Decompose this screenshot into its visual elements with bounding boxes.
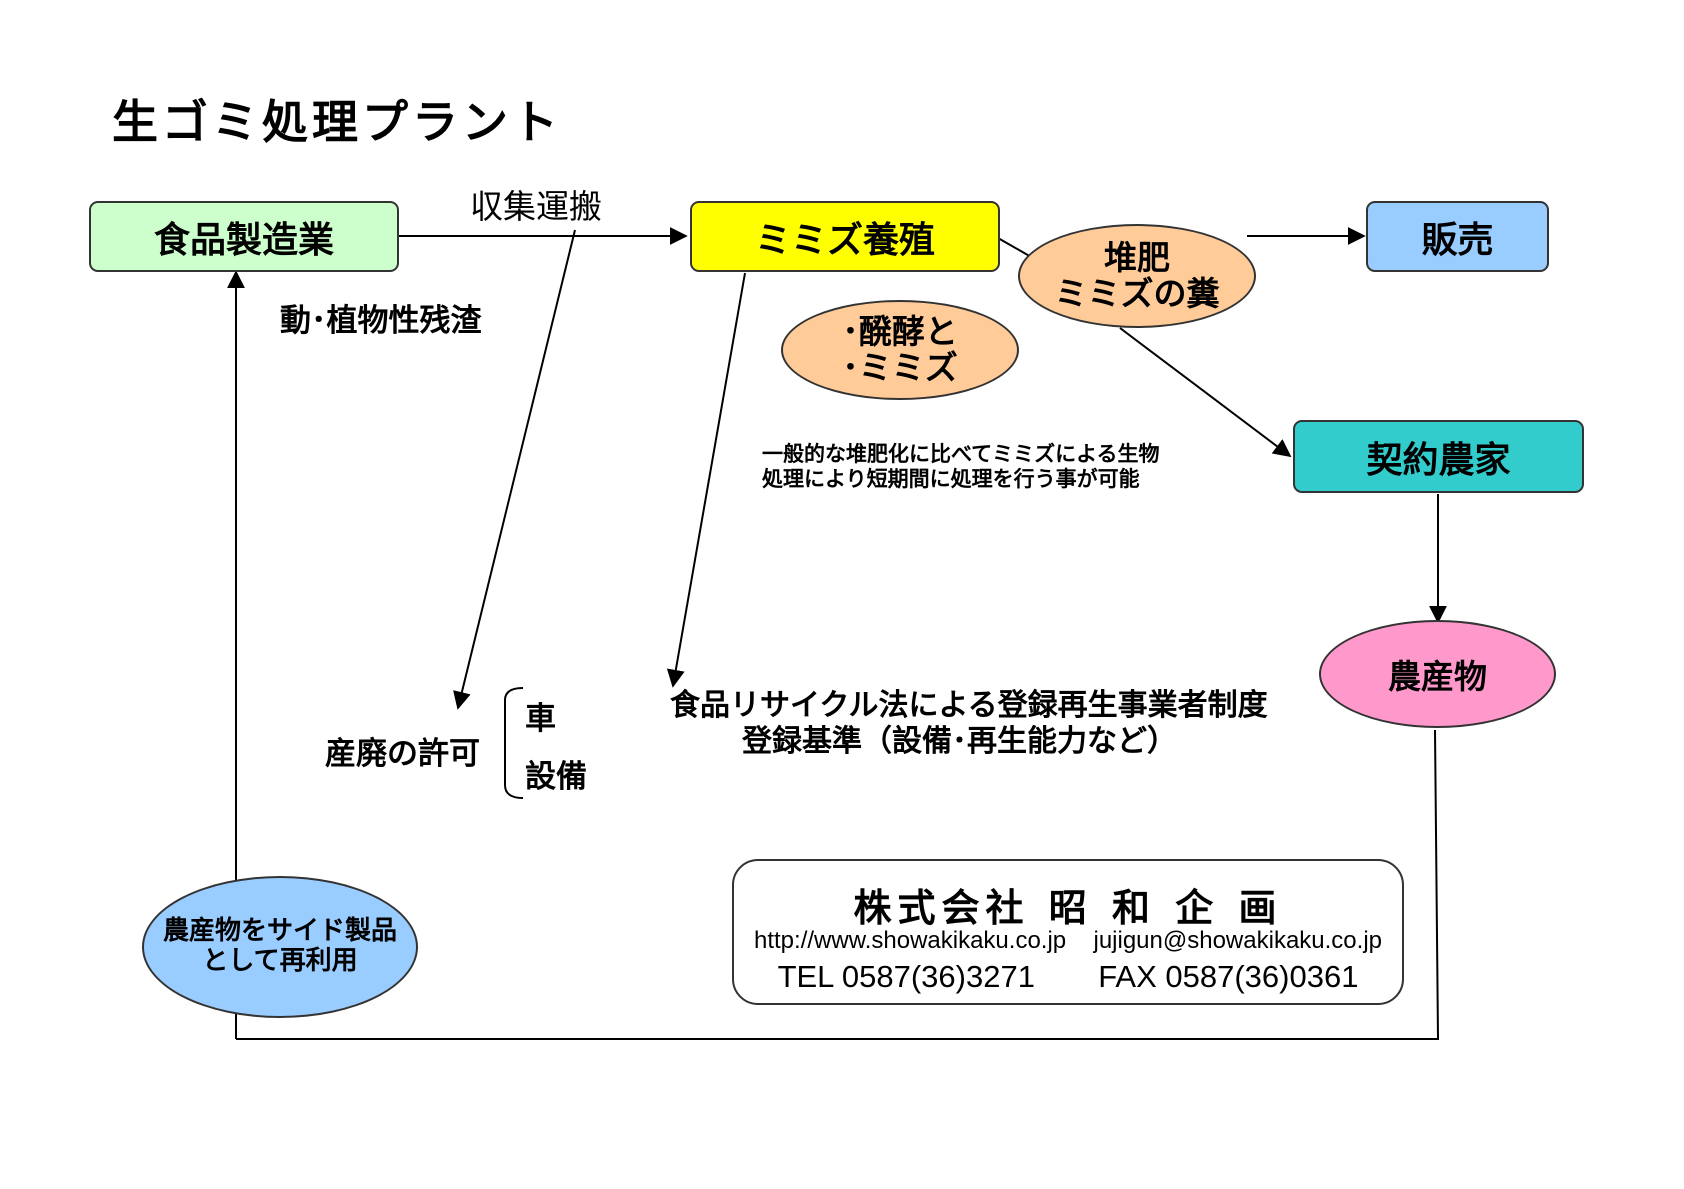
note-line1: 一般的な堆肥化に比べてミミズによる生物 (762, 442, 1160, 466)
arrow-worm-to-recycle (666, 272, 746, 688)
node-produce: 農産物 (1319, 620, 1556, 728)
node-contract-farms: 契約農家 (1293, 420, 1584, 493)
label-residue: 動･植物性残渣 (280, 303, 482, 339)
recycle-line2: 登録基準（設備･再生能力など） (742, 724, 1177, 759)
line-produce-to-bottom (236, 729, 1440, 1040)
fermentation-line2: ･ミミズ (842, 348, 958, 387)
arrow-collection-to-permit (453, 229, 576, 710)
compost-line1: 堆肥 (1104, 237, 1170, 277)
recycle-law-text: 食品リサイクル法による登録再生事業者制度 登録基準（設備･再生能力など） (670, 688, 1268, 760)
label-permit-facility: 設備 (525, 759, 587, 795)
company-web-line: http://www.showakikaku.co.jp jujigun@sho… (734, 927, 1402, 955)
node-compost: 堆肥 ミミズの糞 (1018, 224, 1256, 328)
node-food-industry: 食品製造業 (89, 201, 399, 272)
permit-brace (504, 687, 524, 799)
note-text: 一般的な堆肥化に比べてミミズによる生物 処理により短期間に処理を行う事が可能 (762, 442, 1160, 492)
label-collection: 収集運搬 (470, 187, 602, 226)
company-fax: FAX 0587(36)0361 (1098, 959, 1359, 994)
reuse-line2: として再利用 (202, 946, 358, 976)
company-name: 株式会社 昭 和 企 画 (853, 886, 1283, 930)
reuse-line1: 農産物をサイド製品 (162, 916, 397, 947)
node-worm-farming: ミミズ養殖 (690, 201, 1000, 272)
company-tel: TEL 0587(36)3271 (777, 959, 1035, 994)
label-permit: 産廃の許可 (325, 736, 480, 772)
company-info-box: 株式会社 昭 和 企 画 http://www.showakikaku.co.j… (732, 859, 1404, 1005)
note-line2: 処理により短期間に処理を行う事が可能 (762, 467, 1140, 492)
recycle-line1: 食品リサイクル法による登録再生事業者制度 (670, 688, 1268, 723)
company-url[interactable]: http://www.showakikaku.co.jp (754, 927, 1067, 954)
arrow-compost-to-farms (1119, 327, 1292, 458)
compost-line2: ミミズの糞 (1054, 274, 1220, 313)
company-email[interactable]: jujigun@showakikaku.co.jp (1093, 927, 1382, 954)
node-sales: 販売 (1366, 201, 1549, 272)
node-reuse: 農産物をサイド製品 として再利用 (142, 876, 418, 1018)
node-fermentation: ･醗酵と ･ミミズ (781, 300, 1019, 400)
company-phone-line: TEL 0587(36)3271 FAX 0587(36)0361 (734, 959, 1402, 995)
label-permit-vehicle: 車 (525, 701, 556, 737)
page-title: 生ゴミ処理プラント (112, 95, 562, 149)
fermentation-line1: ･醗酵と (842, 311, 958, 351)
